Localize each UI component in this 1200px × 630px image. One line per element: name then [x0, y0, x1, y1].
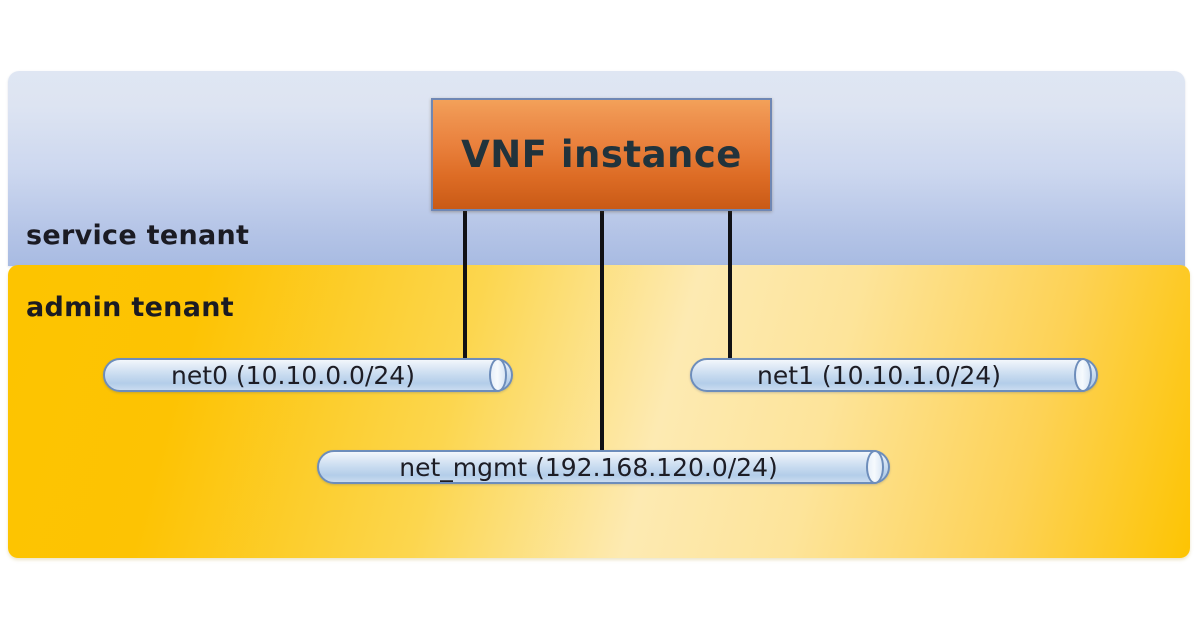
network-node-net1[interactable]: net1 (10.10.1.0/24) — [690, 358, 1098, 392]
connector-vnf-to-net1 — [728, 205, 732, 368]
cylinder-end-cap — [866, 450, 884, 484]
network-node-net1-label: net1 (10.10.1.0/24) — [757, 360, 1001, 390]
cylinder-body — [317, 450, 890, 484]
cylinder-end-cap — [1074, 358, 1092, 392]
cylinder-body — [690, 358, 1098, 392]
cylinder-body — [103, 358, 513, 392]
network-node-net-mgmt[interactable]: net_mgmt (192.168.120.0/24) — [317, 450, 890, 484]
admin-tenant-zone — [8, 265, 1190, 558]
connector-vnf-to-net0 — [463, 205, 467, 368]
admin-tenant-label: admin tenant — [26, 292, 234, 323]
vnf-instance-label: VNF instance — [461, 133, 742, 176]
connector-vnf-to-net-mgmt — [600, 205, 604, 460]
cylinder-end-cap — [489, 358, 507, 392]
service-tenant-label: service tenant — [26, 220, 250, 251]
network-node-net0-label: net0 (10.10.0.0/24) — [171, 360, 415, 390]
network-node-net0[interactable]: net0 (10.10.0.0/24) — [103, 358, 513, 392]
network-node-net-mgmt-label: net_mgmt (192.168.120.0/24) — [399, 452, 778, 482]
vnf-instance-node[interactable]: VNF instance — [431, 98, 772, 211]
